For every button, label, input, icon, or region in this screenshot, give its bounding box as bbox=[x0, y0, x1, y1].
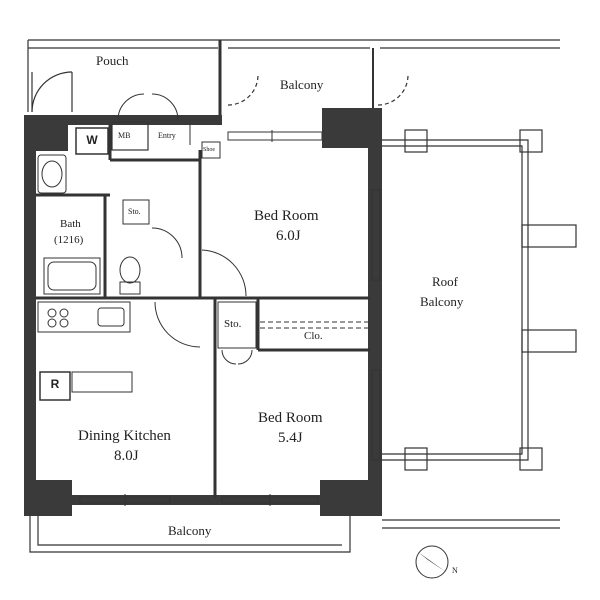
washbasin bbox=[37, 154, 67, 194]
storage-label: Sto. bbox=[224, 318, 242, 330]
mb-label: MB bbox=[118, 131, 131, 140]
closet-label: Clo. bbox=[304, 330, 323, 342]
entry-label: Entry bbox=[158, 131, 176, 140]
bath-label: Bath bbox=[60, 218, 81, 230]
roof-balcony-frame bbox=[382, 129, 577, 471]
shoe-label: Shoe bbox=[203, 147, 215, 153]
walls bbox=[24, 108, 382, 516]
dining-kitchen-size-label: 8.0J bbox=[114, 448, 139, 464]
compass bbox=[415, 545, 449, 579]
bedroom1-size-label: 6.0J bbox=[276, 228, 301, 244]
bathtub bbox=[43, 257, 101, 295]
bedroom2-label: Bed Room bbox=[258, 410, 323, 426]
bedroom2-size-label: 5.4J bbox=[278, 430, 303, 446]
washer-box bbox=[75, 127, 109, 155]
small-storage-label: Sto. bbox=[128, 207, 141, 216]
roof-balcony-label-1: Roof bbox=[432, 274, 458, 289]
washer-label: W bbox=[86, 133, 98, 147]
balcony-bottom-label: Balcony bbox=[168, 523, 212, 538]
refrigerator-label: R bbox=[50, 377, 60, 391]
balcony-top-label: Balcony bbox=[280, 77, 324, 92]
kitchen-counter bbox=[37, 301, 131, 333]
compass-north-label: N bbox=[452, 566, 458, 575]
toilet bbox=[119, 256, 141, 284]
bath-size-label: (1216) bbox=[54, 234, 84, 246]
top-outline bbox=[27, 39, 560, 112]
dining-kitchen-label: Dining Kitchen bbox=[78, 428, 171, 444]
pouch-label: Pouch bbox=[96, 53, 129, 68]
balcony-door-arc bbox=[227, 74, 259, 106]
roof-balcony-label-2: Balcony bbox=[420, 294, 464, 309]
bedroom1-label: Bed Room bbox=[254, 208, 319, 224]
refrigerator-box bbox=[39, 371, 71, 401]
